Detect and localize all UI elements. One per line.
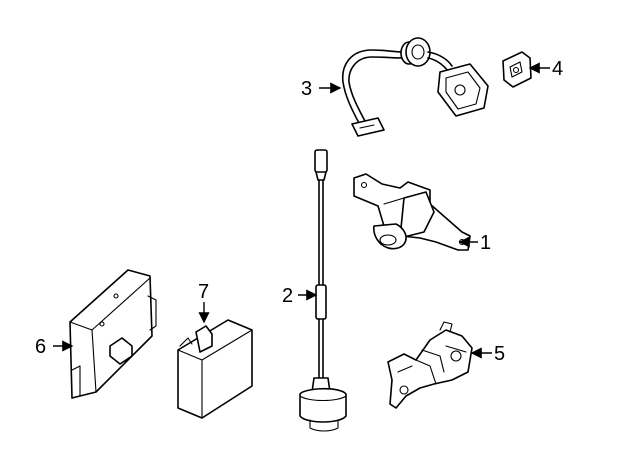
part-2-antenna-rod: [299, 149, 347, 432]
part-5-actuator: [387, 321, 473, 409]
callout-4: 4: [528, 58, 563, 80]
callout-7-number: 7: [198, 281, 209, 303]
part-6-control-module: [69, 269, 157, 399]
callout-3: 3: [301, 78, 342, 100]
part-7-module-box: [177, 319, 253, 419]
part-1-camera-bracket: [353, 173, 471, 251]
callout-3-number: 3: [301, 78, 312, 100]
part-3-camera-harness: [341, 37, 489, 137]
callout-7: 7: [198, 281, 210, 324]
callout-2: 2: [282, 285, 318, 307]
callout-1: 1: [458, 232, 491, 254]
callout-2-number: 2: [282, 285, 293, 307]
callout-1-number: 1: [480, 232, 491, 254]
callout-6: 6: [35, 336, 74, 358]
callout-4-number: 4: [552, 58, 563, 80]
callout-5: 5: [470, 343, 505, 365]
callout-6-number: 6: [35, 336, 46, 358]
callout-5-number: 5: [494, 343, 505, 365]
part-4-clip: [502, 51, 532, 88]
